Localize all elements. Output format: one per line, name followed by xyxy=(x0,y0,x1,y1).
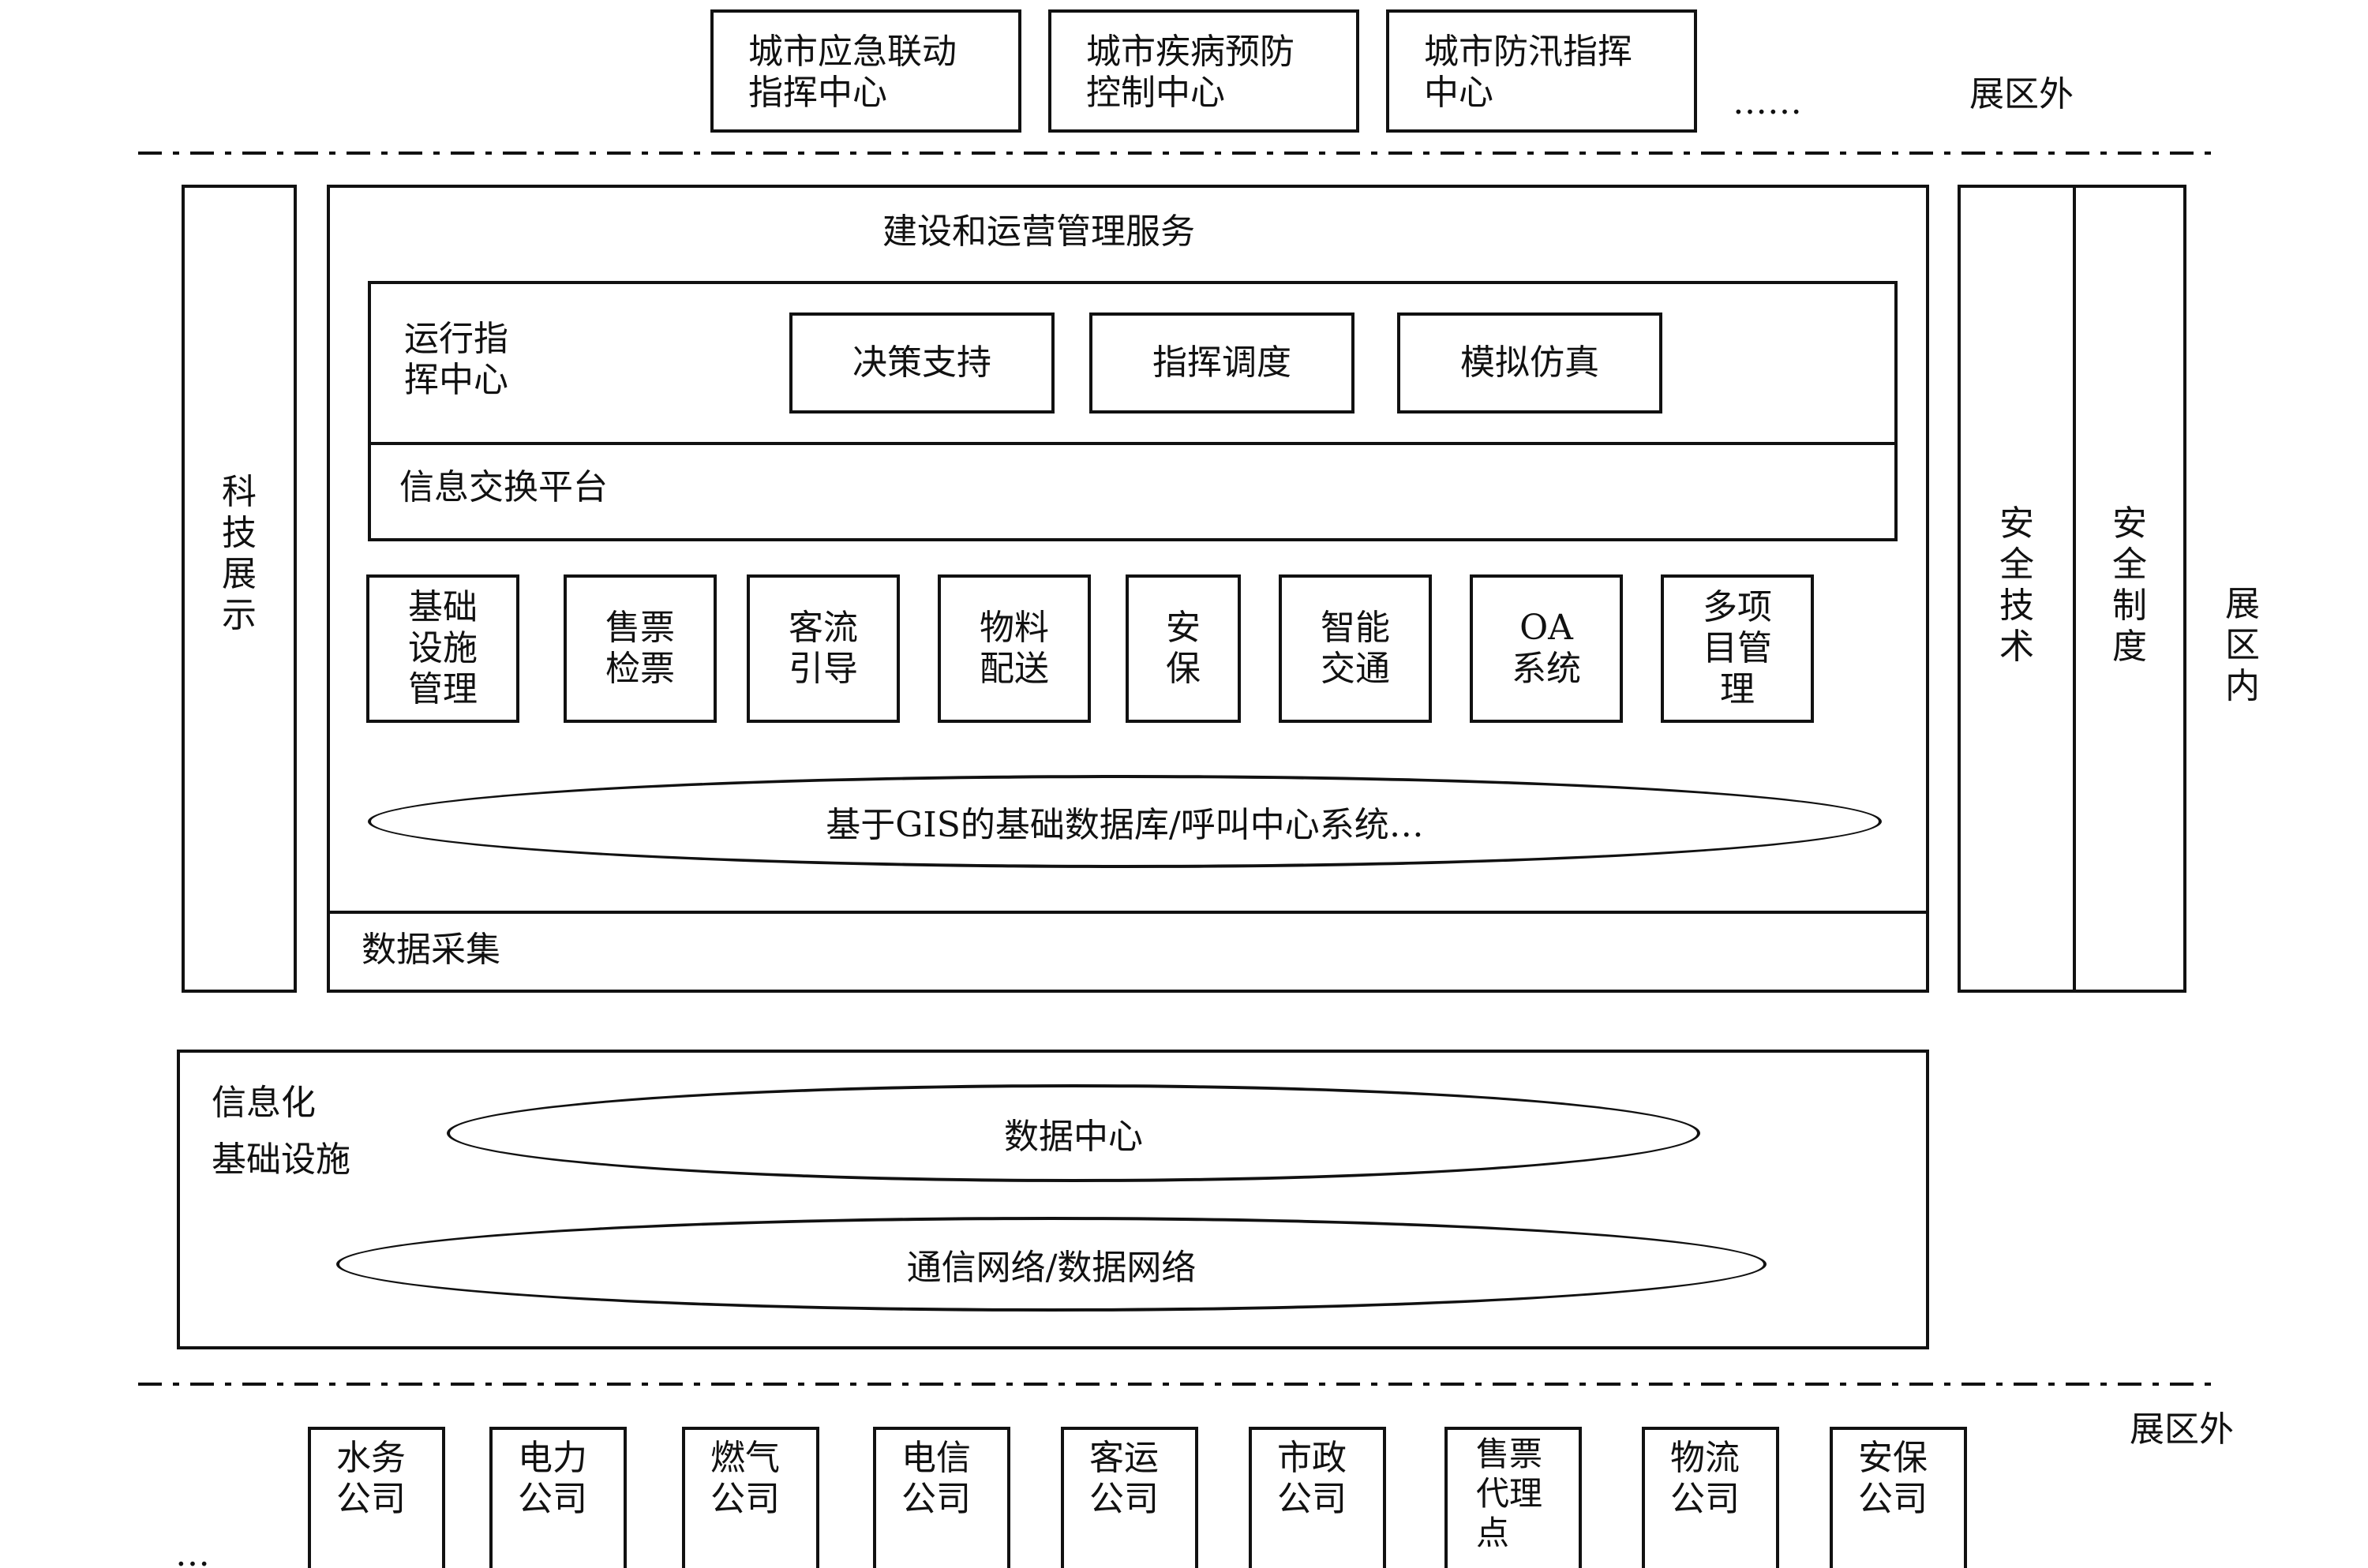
module-label: OA 系统 xyxy=(1512,608,1581,689)
security-tech-column: 安全技术 xyxy=(1958,185,2076,993)
company-label: 电力 公司 xyxy=(518,1438,587,1519)
tech-display-label: 科技展示 xyxy=(222,472,257,635)
bottom-ellipsis: … xyxy=(175,1534,210,1568)
company-box-power: 电力 公司 xyxy=(489,1427,627,1568)
module-box-smart-traffic: 智能 交通 xyxy=(1279,574,1432,723)
security-tech-label: 安全技术 xyxy=(1999,503,2034,667)
data-center-label: 数据中心 xyxy=(1004,1117,1143,1157)
module-box-multi-project: 多项 目管 理 xyxy=(1661,574,1814,723)
top-box-disease-control-center: 城市疾病预防 控制中心 xyxy=(1048,9,1359,133)
top-ellipsis: …… xyxy=(1733,82,1802,122)
company-box-gas: 燃气 公司 xyxy=(682,1427,819,1568)
top-box-flood-control-center: 城市防汛指挥 中心 xyxy=(1386,9,1697,133)
data-collection-divider xyxy=(330,911,1926,914)
company-box-water: 水务 公司 xyxy=(308,1427,445,1568)
company-label: 电信 公司 xyxy=(901,1438,971,1519)
module-box-infrastructure: 基础 设施 管理 xyxy=(366,574,519,723)
gis-database-ellipse: 基于GIS的基础数据库/呼叫中心系统… xyxy=(368,775,1882,868)
function-box-dispatch: 指挥调度 xyxy=(1089,312,1354,414)
data-collection-label: 数据采集 xyxy=(362,930,500,970)
module-label: 安 保 xyxy=(1166,608,1201,689)
function-label: 决策支持 xyxy=(852,342,991,383)
module-box-oa-system: OA 系统 xyxy=(1470,574,1623,723)
top-box-label: 城市应急联动 指挥中心 xyxy=(748,32,957,113)
top-box-label: 城市疾病预防 控制中心 xyxy=(1086,32,1295,113)
management-service-title: 建设和运营管理服务 xyxy=(882,211,1195,252)
top-box-label: 城市防汛指挥 中心 xyxy=(1424,32,1632,113)
tech-display-column: 科技展示 xyxy=(182,185,297,993)
info-infrastructure-label: 信息化 基础设施 xyxy=(212,1083,350,1180)
command-center-label: 运行指 挥中心 xyxy=(404,319,508,400)
company-box-passenger-transport: 客运 公司 xyxy=(1061,1427,1198,1568)
company-label: 客运 公司 xyxy=(1089,1438,1159,1519)
data-center-ellipse: 数据中心 xyxy=(447,1084,1700,1182)
module-label: 智能 交通 xyxy=(1321,608,1390,689)
function-label: 指挥调度 xyxy=(1152,342,1291,383)
module-label: 物料 配送 xyxy=(980,608,1049,689)
company-label: 安保 公司 xyxy=(1858,1438,1928,1519)
company-label: 物流 公司 xyxy=(1670,1438,1740,1519)
company-label: 市政 公司 xyxy=(1277,1438,1347,1519)
bottom-divider xyxy=(138,1383,2218,1386)
middle-zone-label: 展区内 xyxy=(2225,584,2260,706)
security-policy-column: 安全制度 xyxy=(2073,185,2186,993)
company-box-telecom: 电信 公司 xyxy=(873,1427,1010,1568)
company-box-ticket-agent: 售票 代理 点 xyxy=(1444,1427,1582,1568)
module-box-logistics: 物料 配送 xyxy=(938,574,1091,723)
top-divider xyxy=(138,152,2218,155)
module-label: 基础 设施 管理 xyxy=(408,587,478,709)
function-label: 模拟仿真 xyxy=(1460,342,1599,383)
function-box-simulation: 模拟仿真 xyxy=(1397,312,1662,414)
module-label: 客流 引导 xyxy=(789,608,858,689)
network-ellipse: 通信网络/数据网络 xyxy=(336,1217,1767,1312)
bottom-zone-label: 展区外 xyxy=(2130,1409,2234,1450)
network-label: 通信网络/数据网络 xyxy=(906,1248,1197,1288)
top-zone-label: 展区外 xyxy=(1969,74,2074,114)
top-box-emergency-center: 城市应急联动 指挥中心 xyxy=(710,9,1021,133)
company-label: 燃气 公司 xyxy=(710,1438,780,1519)
module-box-passenger-flow: 客流 引导 xyxy=(747,574,900,723)
info-platform-divider xyxy=(371,442,1894,445)
gis-database-label: 基于GIS的基础数据库/呼叫中心系统… xyxy=(826,805,1424,845)
function-box-decision-support: 决策支持 xyxy=(789,312,1055,414)
module-label: 多项 目管 理 xyxy=(1703,587,1772,709)
company-box-municipal: 市政 公司 xyxy=(1249,1427,1386,1568)
company-label: 水务 公司 xyxy=(336,1438,406,1519)
company-box-logistics: 物流 公司 xyxy=(1642,1427,1779,1568)
company-box-security: 安保 公司 xyxy=(1830,1427,1967,1568)
security-policy-label: 安全制度 xyxy=(2112,503,2147,667)
module-label: 售票 检票 xyxy=(605,608,675,689)
company-label: 售票 代理 点 xyxy=(1476,1435,1543,1552)
module-box-ticketing: 售票 检票 xyxy=(564,574,717,723)
module-box-security: 安 保 xyxy=(1126,574,1241,723)
info-platform-label: 信息交换平台 xyxy=(399,467,608,507)
